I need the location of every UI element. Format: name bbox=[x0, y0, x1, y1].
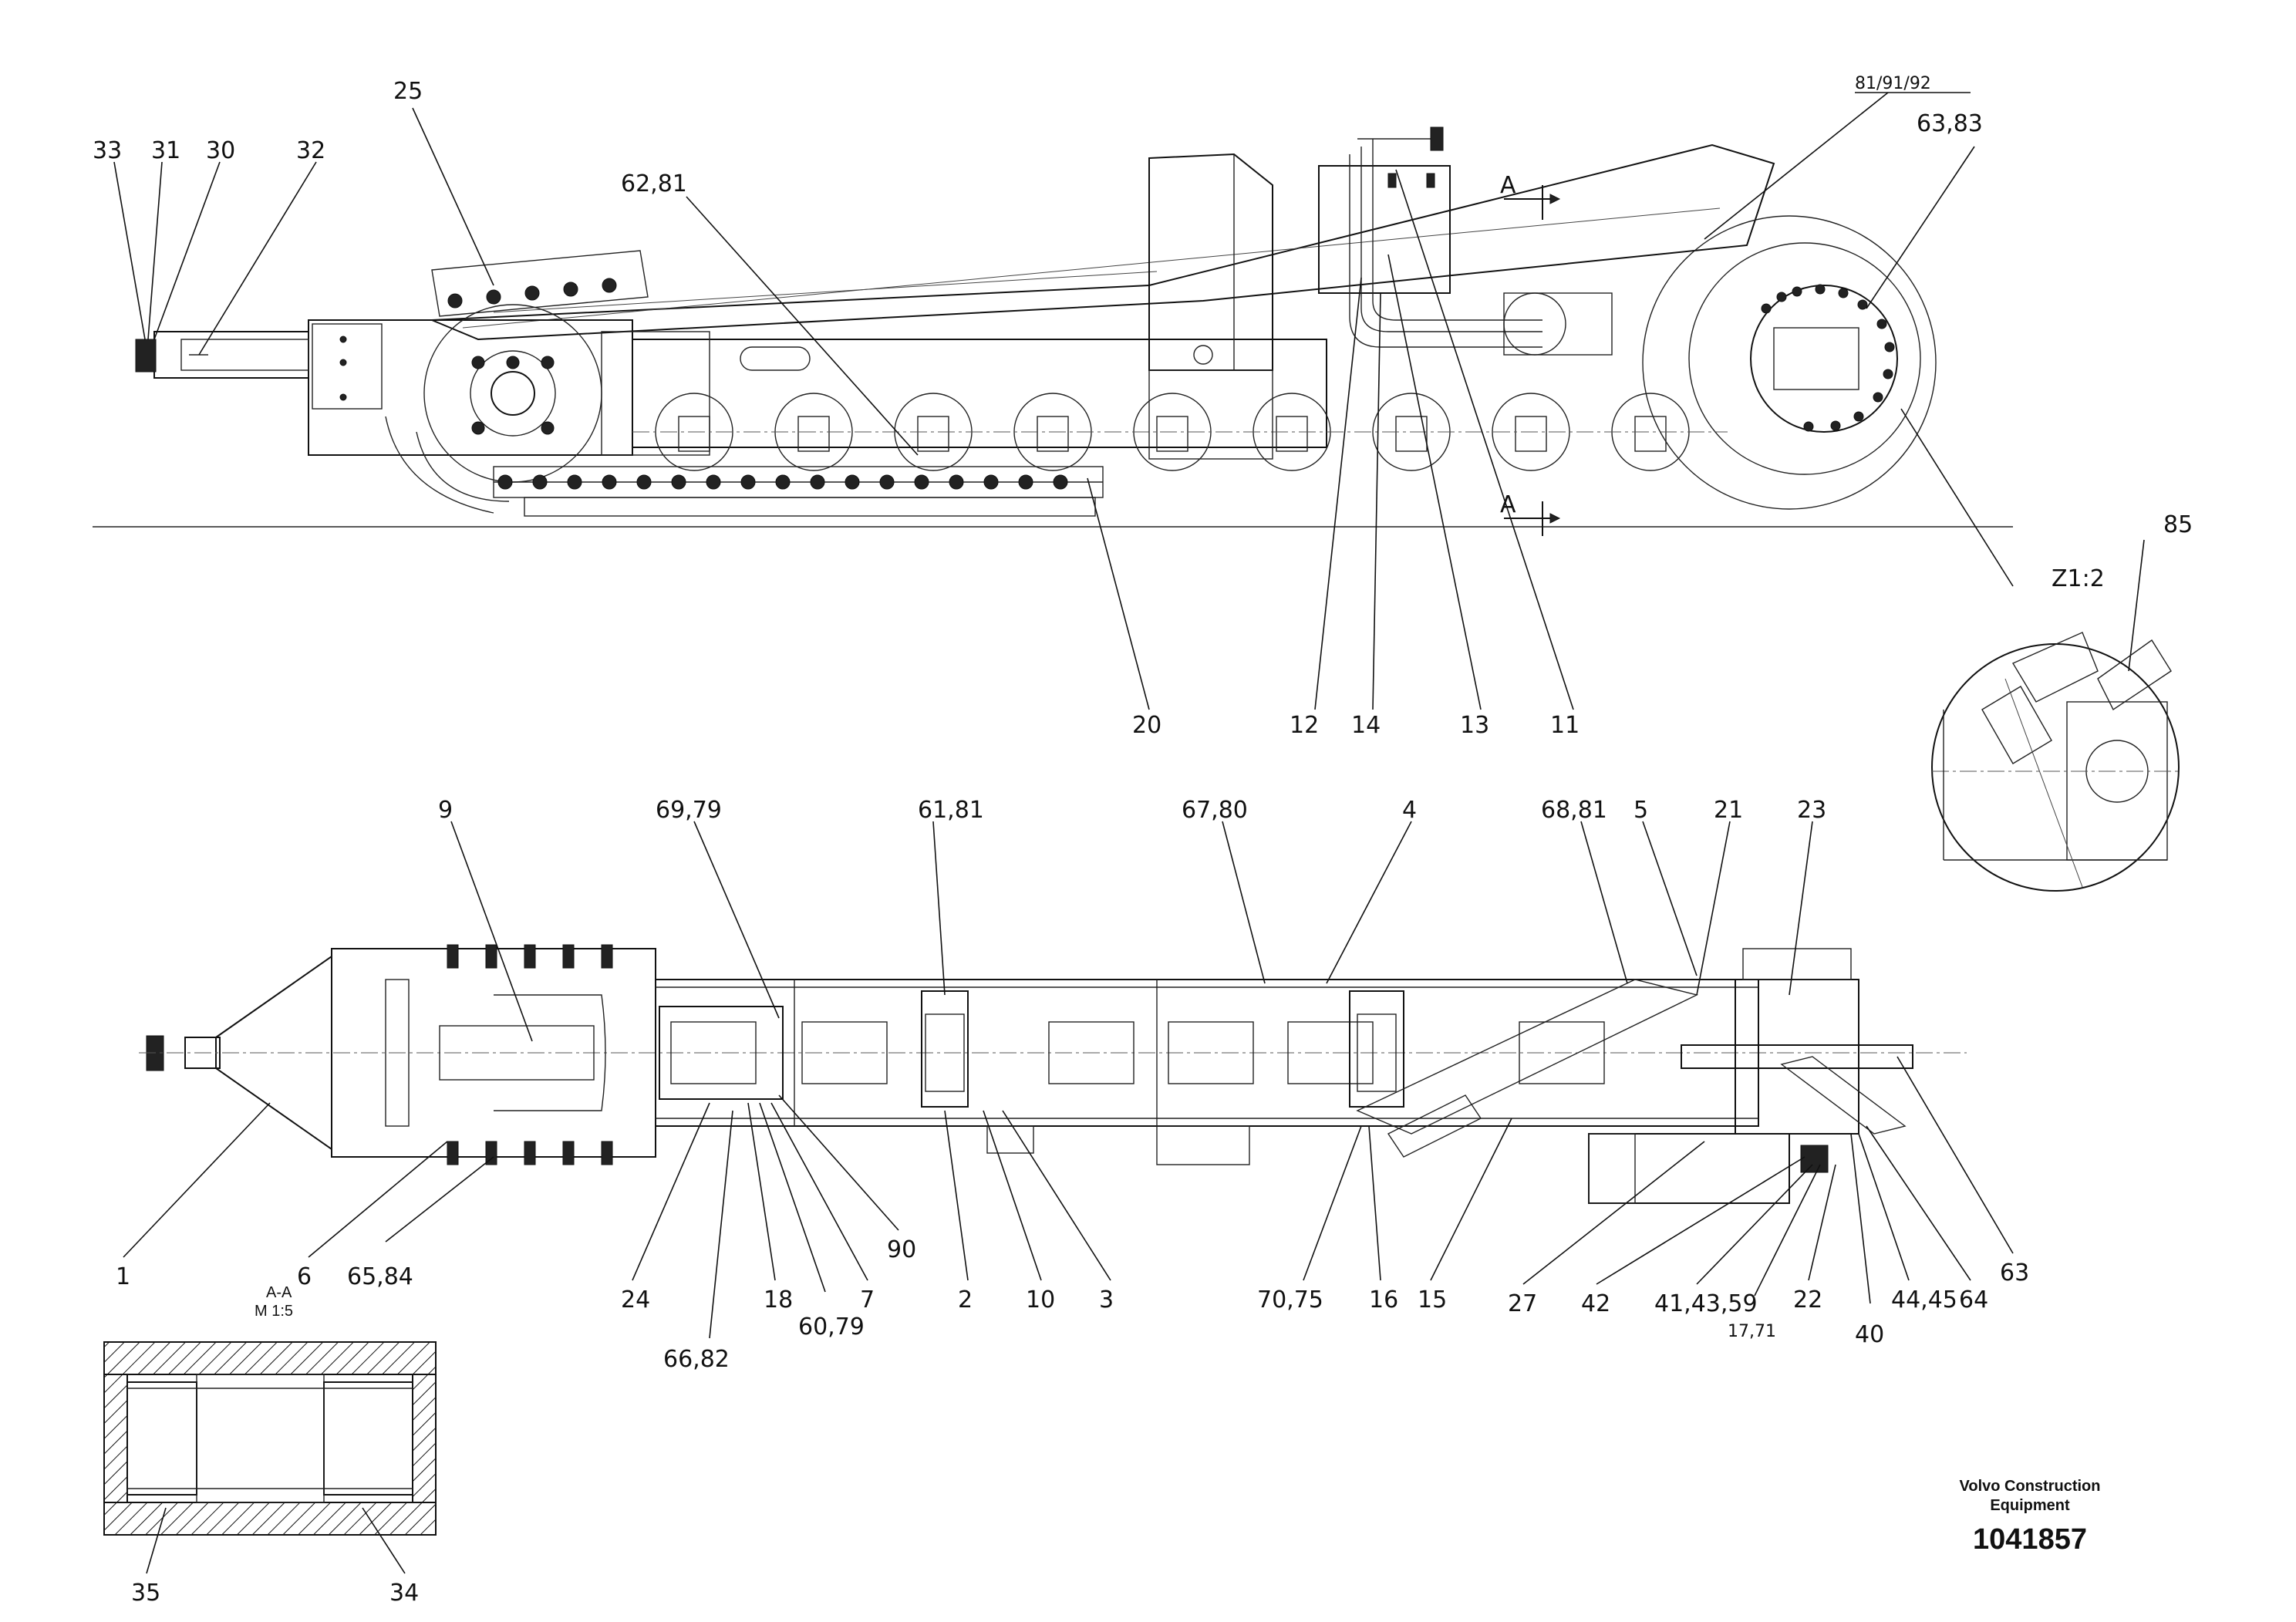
callout-6: 6 bbox=[297, 1263, 312, 1290]
callout-4: 4 bbox=[1402, 797, 1417, 824]
callout-90: 90 bbox=[887, 1236, 916, 1263]
section-marker-label: A bbox=[1500, 172, 1516, 199]
upper-track-chain bbox=[431, 250, 649, 317]
callout-11: 11 bbox=[1550, 712, 1580, 739]
callout-60-79: 60,79 bbox=[798, 1313, 865, 1340]
company-name-line2: Equipment bbox=[1990, 1497, 2070, 1514]
callout-66-82: 66,82 bbox=[663, 1346, 730, 1373]
callout-9: 9 bbox=[438, 797, 453, 824]
callout-67-80: 67,80 bbox=[1182, 797, 1248, 824]
callout-65-84: 65,84 bbox=[347, 1263, 413, 1290]
callout-44-45: 44,45 bbox=[1891, 1286, 1957, 1313]
callout-25: 25 bbox=[393, 78, 423, 105]
callout-13: 13 bbox=[1460, 712, 1489, 739]
side-view: A A 33 31 30 bbox=[93, 74, 2193, 739]
detail-title: Z1:2 bbox=[2052, 565, 2105, 592]
callout-15: 15 bbox=[1418, 1286, 1447, 1313]
title-block: Volvo Construction Equipment 1041857 bbox=[1960, 1478, 2101, 1556]
callout-34: 34 bbox=[389, 1580, 419, 1607]
callout-69-79: 69,79 bbox=[656, 797, 722, 824]
callout-24: 24 bbox=[621, 1286, 650, 1313]
section-title: A-A bbox=[266, 1284, 292, 1301]
callout-2: 2 bbox=[958, 1286, 973, 1313]
callout-33: 33 bbox=[93, 137, 122, 164]
company-name: Volvo Construction bbox=[1960, 1478, 2101, 1495]
plan-view: 9 69,79 61,81 67,80 4 68,81 5 21 23 1 6 … bbox=[116, 797, 2029, 1373]
callout-63-83: 63,83 bbox=[1917, 110, 1983, 137]
callout-10: 10 bbox=[1026, 1286, 1055, 1313]
callout-31: 31 bbox=[151, 137, 180, 164]
callout-70-75: 70,75 bbox=[1257, 1286, 1323, 1313]
callout-23: 23 bbox=[1797, 797, 1826, 824]
side-view-leaders bbox=[113, 92, 2014, 710]
callout-20: 20 bbox=[1132, 712, 1161, 739]
callout-64: 64 bbox=[1959, 1286, 1988, 1313]
callout-18: 18 bbox=[764, 1286, 793, 1313]
callout-17-71: 17,71 bbox=[1728, 1322, 1776, 1341]
side-view-labels: 33 31 30 32 25 62,81 81/91/92 63,83 20 1… bbox=[93, 74, 2193, 739]
callout-68-81: 68,81 bbox=[1541, 797, 1607, 824]
callout-30: 30 bbox=[206, 137, 235, 164]
callout-63: 63 bbox=[2000, 1259, 2029, 1286]
callout-27: 27 bbox=[1508, 1290, 1537, 1317]
callout-41-43-59: 41,43,59 bbox=[1654, 1290, 1758, 1317]
callout-85: 85 bbox=[2163, 511, 2193, 538]
frame-rollers bbox=[670, 1013, 1605, 1092]
part-number: 1041857 bbox=[1973, 1523, 2087, 1556]
callout-32: 32 bbox=[296, 137, 325, 164]
callout-12: 12 bbox=[1290, 712, 1319, 739]
lower-track-chain bbox=[385, 416, 1104, 517]
detail-z: Z1:2 bbox=[1931, 539, 2180, 892]
section-scale: M 1:5 bbox=[255, 1303, 293, 1320]
callout-62-81: 62,81 bbox=[621, 170, 687, 197]
callout-21: 21 bbox=[1714, 797, 1743, 824]
section-a-a: A-A M 1:5 35 34 bbox=[103, 1284, 437, 1607]
callout-61-81: 61,81 bbox=[918, 797, 984, 824]
callout-7: 7 bbox=[860, 1286, 875, 1313]
plan-view-labels: 9 69,79 61,81 67,80 4 68,81 5 21 23 1 6 … bbox=[116, 797, 2029, 1373]
plan-view-leaders bbox=[123, 821, 2014, 1339]
callout-1: 1 bbox=[116, 1263, 130, 1290]
callout-81-91-92: 81/91/92 bbox=[1855, 74, 1931, 93]
callout-35: 35 bbox=[131, 1580, 160, 1607]
section-marker-top: A bbox=[1500, 172, 1561, 220]
callout-40: 40 bbox=[1855, 1321, 1884, 1348]
callout-3: 3 bbox=[1099, 1286, 1114, 1313]
callout-14: 14 bbox=[1351, 712, 1381, 739]
callout-5: 5 bbox=[1633, 797, 1648, 824]
callout-16: 16 bbox=[1369, 1286, 1398, 1313]
callout-22: 22 bbox=[1793, 1286, 1822, 1313]
callout-42: 42 bbox=[1581, 1290, 1610, 1317]
